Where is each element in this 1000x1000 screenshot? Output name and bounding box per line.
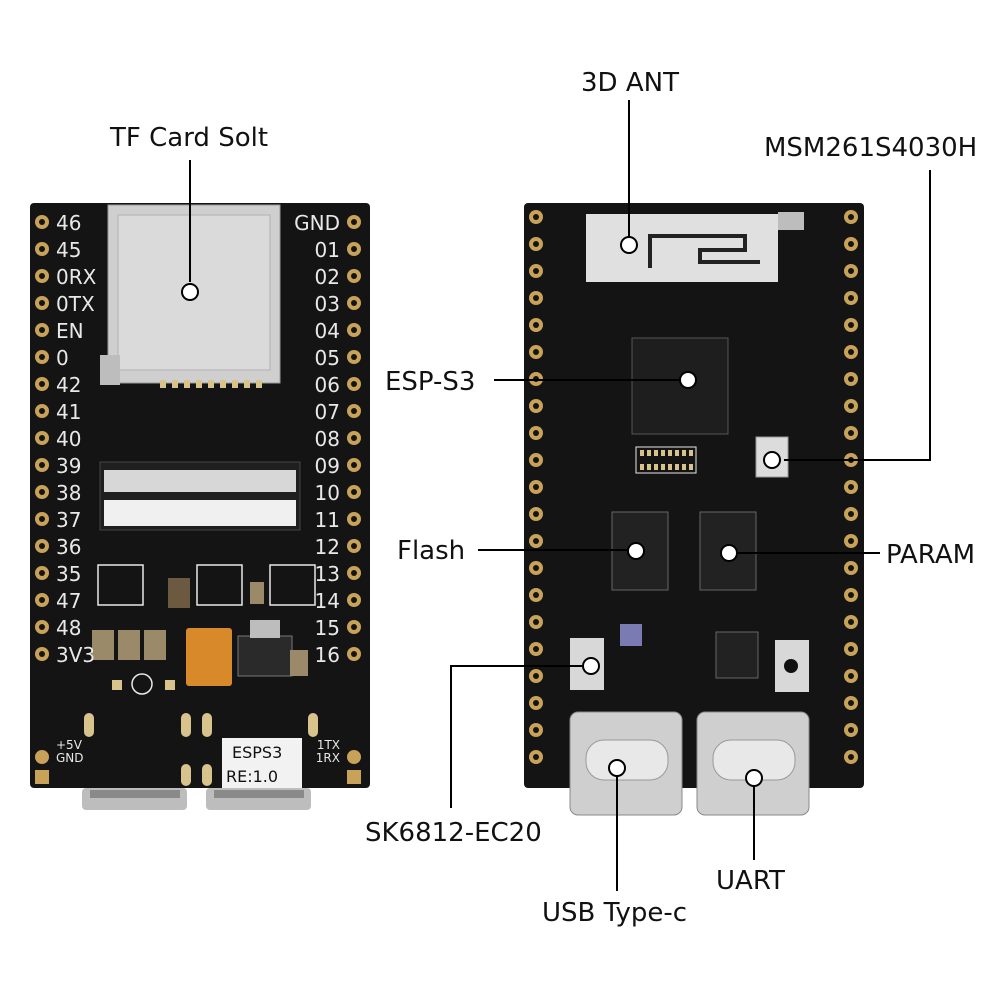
pin-label: 06: [315, 373, 340, 397]
uart-pin-label: 1RX: [316, 751, 340, 765]
power-label: GND: [56, 751, 84, 765]
callout-sk6812: SK6812-EC20: [365, 818, 542, 848]
pin-label: 46: [56, 211, 81, 235]
uart-pin-label: 1TX: [317, 738, 340, 752]
callout-uart: UART: [716, 866, 785, 896]
pin-label: 01: [315, 238, 340, 262]
pin-label: 3V3: [56, 643, 95, 667]
pin-label: GND: [294, 211, 340, 235]
pin-label: 10: [315, 481, 340, 505]
pin-label: 09: [315, 454, 340, 478]
pin-label: 45: [56, 238, 81, 262]
callout-markers: [181, 236, 781, 787]
pin-label: 42: [56, 373, 81, 397]
pin-label: 12: [315, 535, 340, 559]
pin-label: 47: [56, 589, 81, 613]
pin-label: 05: [315, 346, 340, 370]
power-label: +5V: [56, 738, 83, 752]
callout-tf-card: TF Card Solt: [110, 123, 269, 153]
left-board: ESPS3 RE:1.0 46 45 0RX 0TX EN 0 42 41 40 39 38 37 36…: [30, 203, 370, 810]
pin-label: 14: [315, 589, 340, 613]
pin-label: 37: [56, 508, 81, 532]
pin-label: 36: [56, 535, 81, 559]
pin-label: 0TX: [56, 292, 95, 316]
pin-label: 0RX: [56, 265, 97, 289]
esp-s3-chip: [631, 337, 729, 435]
callout-usb-type-c: USB Type-c: [542, 898, 688, 928]
callout-flash: Flash: [397, 536, 466, 566]
voltage-regulator: [237, 635, 293, 677]
model-line-2: RE:1.0: [226, 767, 278, 786]
pin-label: 40: [56, 427, 81, 451]
pin-label: 35: [56, 562, 81, 586]
pin-label: 16: [315, 643, 340, 667]
callout-mic: MSM261S4030H: [764, 133, 978, 163]
pin-label: 41: [56, 400, 81, 424]
pin-label: 13: [315, 562, 340, 586]
pin-label: 38: [56, 481, 81, 505]
tantalum-capacitor: [186, 628, 232, 686]
pin-label: 39: [56, 454, 81, 478]
callout-3d-ant: 3D ANT: [581, 68, 679, 98]
pin-label: 11: [315, 508, 340, 532]
rgb-led: [620, 624, 642, 646]
pin-label: 03: [315, 292, 340, 316]
pin-label: EN: [56, 319, 84, 343]
pin-label: 48: [56, 616, 81, 640]
model-label-box: [222, 738, 302, 788]
pin-label: 02: [315, 265, 340, 289]
callout-param: PARAM: [886, 540, 976, 570]
pin-label: 0: [56, 346, 69, 370]
pin-label: 04: [315, 319, 340, 343]
antenna: [586, 214, 778, 282]
model-line-1: ESPS3: [232, 743, 282, 762]
pin-label: 15: [315, 616, 340, 640]
callout-esp-s3: ESP-S3: [385, 367, 476, 397]
right-board: [524, 203, 864, 816]
callout-lines: [189, 100, 931, 891]
microphone: [755, 436, 789, 478]
pin-label: 07: [315, 400, 340, 424]
pin-label: 08: [315, 427, 340, 451]
